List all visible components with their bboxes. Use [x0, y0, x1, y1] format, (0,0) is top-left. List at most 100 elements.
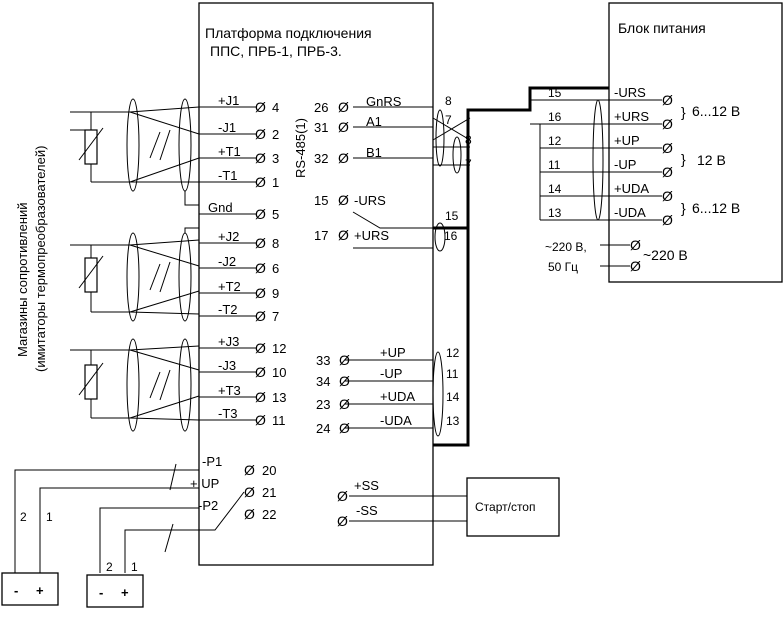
pwr-term-symbol-1: Ø: [339, 373, 350, 389]
platform-title-line1: Платформа подключения: [205, 25, 372, 41]
rs485-label: RS-485(1): [293, 118, 308, 178]
p-term-symbol-0: Ø: [244, 462, 255, 478]
p-term-num-2: 22: [262, 507, 276, 522]
start-stop-box: [466, 477, 560, 537]
p-term-symbol-2: Ø: [244, 506, 255, 522]
pwr-term-wire-2: 14: [446, 390, 460, 404]
left-term-label-9: +J3: [218, 334, 239, 349]
pb-term-label-5: -UDA: [614, 205, 646, 220]
urs-term-label-1: +URS: [354, 228, 389, 243]
pb-wire-num-2: 12: [548, 134, 562, 148]
left-term-label-3: -T1: [218, 168, 238, 183]
resistor-group-2: [70, 232, 200, 322]
rs-term-num-2: 32: [314, 151, 328, 166]
pb-wire-num-5: 13: [548, 206, 562, 220]
platform-title-line2: ППС, ПРБ-1, ПРБ-3.: [210, 43, 342, 59]
ac-term-1: Ø: [630, 237, 641, 253]
left-term-symbol-8: Ø: [255, 308, 266, 324]
sensor-2-plus: +: [121, 585, 129, 600]
left-term-symbol-11: Ø: [255, 389, 266, 405]
left-term-symbol-12: Ø: [255, 412, 266, 428]
urs-term-num-1: 17: [314, 228, 328, 243]
pb-term-label-3: -UP: [614, 157, 636, 172]
resistor-group-3: [70, 338, 200, 432]
resistor-1: [84, 129, 98, 165]
left-term-label-7: +T2: [218, 279, 241, 294]
pb-term-symbol-3: Ø: [662, 164, 673, 180]
left-term-label-4: Gnd: [208, 200, 233, 215]
urs-wire-15: 15: [445, 209, 459, 223]
rs-term-symbol-1: Ø: [338, 119, 349, 135]
pwr-term-symbol-2: Ø: [339, 396, 350, 412]
urs-term-label-0: -URS: [354, 193, 386, 208]
s2-wire-2: 2: [106, 560, 113, 574]
left-term-num-9: 12: [272, 341, 286, 356]
left-term-symbol-2: Ø: [255, 150, 266, 166]
pb-term-label-4: +UDA: [614, 181, 649, 196]
left-term-num-5: 8: [272, 236, 279, 251]
pwr-term-symbol-0: Ø: [339, 352, 350, 368]
ss-plus-term: Ø: [337, 488, 348, 504]
ac-term-2: Ø: [630, 258, 641, 274]
resistor-1-arrow: [78, 127, 104, 161]
s1-wire-1: 1: [46, 510, 53, 524]
left-term-label-10: -J3: [218, 358, 236, 373]
sensor-2-box: [86, 574, 144, 608]
pb-term-label-2: +UP: [614, 133, 640, 148]
ss-plus-label: +SS: [354, 478, 379, 493]
rs-wire-8a: 8: [445, 94, 452, 108]
left-term-symbol-1: Ø: [255, 126, 266, 142]
left-term-symbol-5: Ø: [255, 235, 266, 251]
pb-term-label-0: -URS: [614, 85, 646, 100]
resistor-group-1: [70, 98, 200, 192]
pb-voltage-2: 12 В: [697, 152, 726, 168]
s1-wire-2: 2: [20, 510, 27, 524]
pwr-term-symbol-3: Ø: [339, 420, 350, 436]
left-term-num-11: 13: [272, 390, 286, 405]
start-stop-label: Старт/стоп: [475, 500, 535, 514]
pb-wire-num-0: 15: [548, 86, 562, 100]
resistor-2: [84, 257, 98, 293]
left-term-num-10: 10: [272, 365, 286, 380]
pb-brace-3: }: [681, 200, 686, 216]
left-term-symbol-9: Ø: [255, 340, 266, 356]
power-block-title: Блок питания: [618, 20, 706, 36]
p-term-num-0: 20: [262, 463, 276, 478]
rs-term-num-1: 31: [314, 120, 328, 135]
sensor-1-minus: -: [14, 583, 18, 598]
left-term-label-6: -J2: [218, 254, 236, 269]
left-term-num-12: 11: [272, 413, 286, 428]
power-block-box: [608, 2, 783, 283]
pb-brace-1: }: [681, 104, 686, 120]
rs-term-symbol-2: Ø: [338, 150, 349, 166]
sensor-1-box: [1, 572, 59, 606]
left-term-label-1: -J1: [218, 120, 236, 135]
pwr-term-num-0: 33: [316, 353, 330, 368]
p-term-symbol-1: Ø: [244, 484, 255, 500]
pb-voltage-3: 6...12 В: [692, 200, 740, 216]
left-term-label-11: +T3: [218, 383, 241, 398]
left-term-num-0: 4: [272, 100, 279, 115]
sensor-2-minus: -: [99, 585, 103, 600]
pb-wire-num-1: 16: [548, 110, 562, 124]
left-term-label-5: +J2: [218, 229, 239, 244]
gnd-wire: [184, 191, 199, 206]
rs-term-label-1: A1: [366, 114, 382, 129]
pb-term-symbol-5: Ø: [662, 212, 673, 228]
ac-right: ~220 В: [643, 247, 688, 263]
pb-brace-2: }: [681, 151, 686, 167]
platform-box: [198, 2, 434, 566]
left-term-num-2: 3: [272, 151, 279, 166]
resistor-3: [84, 364, 98, 400]
left-term-num-3: 1: [272, 175, 279, 190]
ac-left-2: 50 Гц: [548, 260, 578, 274]
urs-wire-16: 16: [444, 229, 458, 243]
left-term-label-8: -T2: [218, 302, 238, 317]
ss-minus-label: -SS: [356, 503, 378, 518]
